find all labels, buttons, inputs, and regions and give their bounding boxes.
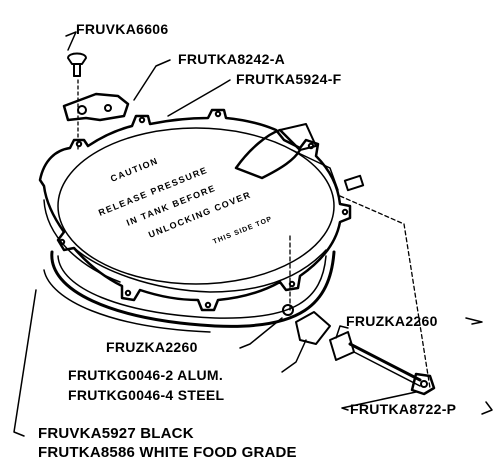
leader-washer-right bbox=[335, 325, 349, 339]
leader-washer-left bbox=[239, 317, 283, 349]
leader-gasket bbox=[13, 289, 37, 437]
clip-part bbox=[62, 92, 130, 122]
label-bolt: FRUTKA8722-P bbox=[350, 401, 457, 417]
leader-lid bbox=[167, 79, 231, 117]
lid-text-line5: THIS SIDE TOP bbox=[212, 216, 273, 246]
label-lid: FRUTKA5924-F bbox=[236, 71, 342, 87]
bolt-assembly bbox=[329, 331, 436, 396]
hinge-handle bbox=[234, 123, 365, 192]
leader-bushing bbox=[281, 339, 307, 373]
leader-rivet bbox=[65, 31, 77, 51]
label-bushing-alum: FRUTKG0046-2 ALUM. bbox=[68, 367, 224, 383]
leader-clip bbox=[133, 59, 171, 101]
axis-line-bolt bbox=[403, 223, 431, 389]
label-rivet: FRUVKA6606 bbox=[76, 21, 169, 37]
lid-text-line1: CAUTION bbox=[109, 156, 160, 184]
leader-bolt bbox=[341, 391, 417, 411]
bushing-left bbox=[282, 304, 331, 345]
label-washer-left: FRUZKA2260 bbox=[106, 339, 198, 355]
axis-line-hinge bbox=[339, 195, 405, 225]
label-gasket-black: FRUVKA5927 BLACK bbox=[38, 425, 194, 442]
label-washer-right: FRUZKA2260 bbox=[346, 313, 438, 329]
label-bushing-steel: FRUTKG0046-4 STEEL bbox=[68, 387, 225, 403]
label-clip: FRUTKA8242-A bbox=[178, 51, 286, 67]
rivet-part bbox=[67, 52, 87, 77]
leader-washer-right-tail bbox=[465, 317, 483, 325]
lid-lettering: CAUTION RELEASE PRESSURE IN TANK BEFORE … bbox=[97, 156, 274, 246]
cover-lid bbox=[38, 108, 352, 312]
gasket-ring bbox=[43, 250, 336, 333]
label-gasket-white: FRUTKA8586 WHITE FOOD GRADE bbox=[38, 444, 297, 461]
leader-bolt-tail bbox=[481, 401, 493, 415]
